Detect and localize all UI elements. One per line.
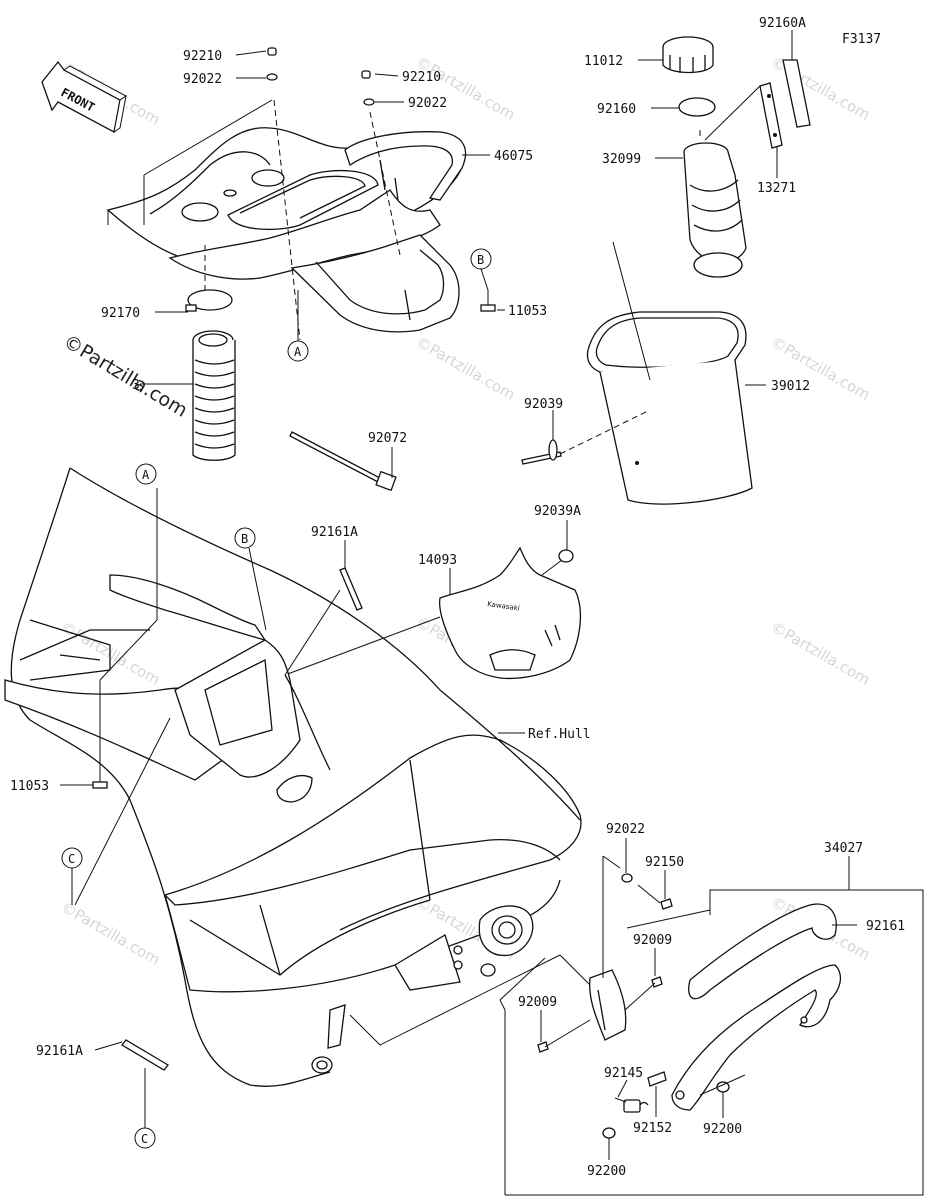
callout-a-bottom: A: [135, 463, 157, 485]
watermark-prominent: ©Partzilla.com: [59, 330, 191, 421]
svg-text:B: B: [241, 532, 248, 546]
storage-bin-icon: [586, 311, 753, 505]
svg-text:C: C: [68, 852, 75, 866]
spring-icon: [614, 1097, 649, 1113]
front-arrow-icon: FRONT: [41, 60, 127, 134]
part-label-92161: 92161: [866, 919, 905, 934]
holder-icon: [683, 142, 747, 278]
part-label-92022: 92022: [606, 822, 645, 837]
strip-icon: [121, 1039, 169, 1071]
callout-c-left: C: [61, 847, 83, 905]
part-label-92160a: 92160A: [759, 16, 806, 31]
ref-hull-label: Ref.Hull: [528, 727, 591, 742]
svg-text:C: C: [141, 1132, 148, 1146]
cable-tie-icon: [289, 431, 397, 492]
washer-icon: [602, 1127, 616, 1139]
part-label-92173: 3: [132, 378, 140, 393]
part-label-92200: 92200: [587, 1164, 626, 1179]
screw-icon: [537, 1041, 549, 1053]
screw-icon: [266, 47, 375, 106]
part-label-92009: 92009: [633, 933, 672, 948]
svg-text:A: A: [294, 345, 302, 359]
leader-lines: [60, 30, 857, 1160]
watermark: ©Partzilla.com: [58, 898, 163, 969]
part-label-92161a: 92161A: [36, 1044, 83, 1059]
strip-icon: [339, 567, 363, 611]
screw-icon: [651, 976, 663, 988]
part-label-92210: 92210: [183, 49, 222, 64]
part-label-92009: 92009: [518, 995, 557, 1010]
hose-clamp-icon: [185, 289, 233, 312]
part-label-92200: 92200: [703, 1122, 742, 1137]
hinge-bracket-icon: [589, 969, 627, 1041]
part-label-92072: 92072: [368, 431, 407, 446]
assembly-bracket-line: [499, 999, 506, 1195]
part-label-11053: 11053: [10, 779, 49, 794]
screw-icon: [660, 898, 673, 910]
svg-text:B: B: [477, 253, 484, 267]
part-label-92150: 92150: [645, 855, 684, 870]
part-label-13271: 13271: [757, 181, 796, 196]
pin-icon: [521, 439, 562, 465]
callout-c-bottom: C: [134, 1068, 156, 1149]
grab-handle-icon: [671, 903, 842, 1111]
bracket-icon: [759, 82, 783, 149]
part-label-34027: 34027: [824, 841, 863, 856]
assembly-bracket-line: [505, 889, 924, 1196]
part-label-92039a: 92039A: [534, 504, 581, 519]
part-label-92145: 92145: [604, 1066, 643, 1081]
part-label-92210: 92210: [402, 70, 441, 85]
part-label-46075: 46075: [494, 149, 533, 164]
svg-text:A: A: [142, 468, 150, 482]
part-label-92161a: 92161A: [311, 525, 358, 540]
part-label-11012: 11012: [584, 54, 623, 69]
part-label-92022: 92022: [408, 96, 447, 111]
part-label-14093: 14093: [418, 553, 457, 568]
deck-cover: [106, 127, 467, 333]
part-label-92152: 92152: [633, 1121, 672, 1136]
hull: [4, 467, 582, 1087]
callout-b-bottom: B: [234, 527, 256, 549]
watermark: ©Partzilla.com: [768, 618, 873, 689]
part-label-92039: 92039: [524, 397, 563, 412]
panel-14093: Kawasaki: [439, 546, 582, 680]
part-label-11053: 11053: [508, 304, 547, 319]
cap-icon: [662, 36, 714, 74]
rivet-icon: [92, 770, 108, 789]
callout-b-top: B: [470, 248, 492, 291]
part-labels: 92210 92022 92210 92022 46075 11053 9217…: [10, 16, 905, 1179]
washer-icon: [621, 873, 633, 883]
part-label-32099: 32099: [602, 152, 641, 167]
o-ring-icon: [678, 97, 716, 117]
watermark: ©Partzilla.com: [413, 333, 518, 404]
rivet-icon: [480, 290, 496, 312]
part-label-39012: 39012: [771, 379, 810, 394]
part-label-92022: 92022: [183, 72, 222, 87]
part-label-92170: 92170: [101, 306, 140, 321]
part-label-92160: 92160: [597, 102, 636, 117]
callout-a-top: A: [287, 340, 309, 362]
bellows-hose-icon: [192, 330, 236, 461]
diagram-code: F3137: [842, 32, 881, 47]
watermark: ©Partzilla.com: [413, 53, 518, 124]
clip-icon: [558, 549, 574, 563]
pin-icon: [647, 1071, 667, 1087]
